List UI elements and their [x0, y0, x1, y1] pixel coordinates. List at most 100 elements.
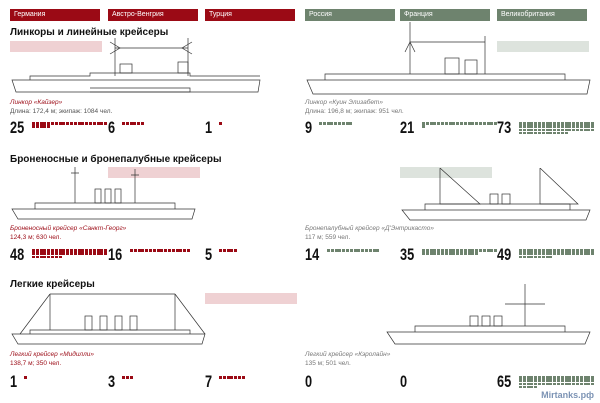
- ship-unit-mark: [530, 125, 534, 128]
- ship-unit-mark: [456, 252, 460, 255]
- ship-unit-mark: [541, 131, 545, 135]
- ship-unit-mark: [133, 249, 137, 252]
- ship-unit-mark: [425, 252, 429, 255]
- ship-unit-mark: [519, 379, 522, 382]
- ship-unit-mark: [425, 249, 429, 252]
- ship-unit-mark: [576, 382, 579, 386]
- ship-unit-mark: [100, 249, 104, 252]
- ship-unit-mark: [482, 249, 486, 252]
- ship-unit-mark: [557, 252, 560, 255]
- ship-unit-mark: [92, 249, 96, 252]
- ship-unit-mark: [437, 122, 441, 125]
- ship-unit-mark: [553, 382, 557, 386]
- ship-unit-mark: [530, 131, 534, 135]
- ship-unit-mark: [522, 252, 526, 255]
- header-russia: Россия: [305, 9, 395, 21]
- ship-unit-mark: [583, 382, 587, 386]
- ship-unit-mark: [538, 131, 541, 135]
- ship-unit-mark: [553, 125, 557, 128]
- ship-unit-mark: [486, 249, 490, 252]
- ship-unit-mark: [141, 249, 145, 252]
- ship-unit-mark: [522, 255, 526, 259]
- ship-unit-mark: [463, 252, 467, 255]
- ship-unit-mark: [534, 122, 538, 125]
- ship-unit-mark: [519, 382, 522, 386]
- ship-unit-mark: [152, 249, 156, 252]
- ship-unit-mark: [54, 249, 58, 252]
- ship-name: Броненосный крейсер «Санкт-Георг»: [10, 225, 127, 232]
- ship-unit-mark: [422, 125, 425, 128]
- ship-unit-mark: [51, 255, 54, 259]
- ship-unit-mark: [526, 255, 530, 259]
- ship-unit-mark: [444, 249, 448, 252]
- ship-unit-mark: [530, 249, 534, 252]
- ship-unit-mark: [519, 385, 522, 389]
- ship-unit-mark: [576, 128, 579, 132]
- ship-unit-mark: [568, 125, 572, 128]
- ship-unit-mark: [81, 249, 85, 252]
- ship-unit-mark: [141, 122, 144, 125]
- ship-unit-mark: [187, 249, 190, 252]
- ship-unit-mark: [104, 122, 108, 125]
- ship-unit-mark: [549, 128, 553, 132]
- ship-unit-mark: [587, 252, 591, 255]
- ship-unit-mark: [530, 255, 534, 259]
- ship-unit-mark: [564, 252, 568, 255]
- ship-unit-mark: [583, 122, 587, 125]
- ship-unit-mark: [522, 249, 526, 252]
- ship-unit-mark: [576, 252, 579, 255]
- header-germany: Германия: [10, 9, 100, 21]
- ship-unit-mark: [545, 249, 549, 252]
- ship-unit-mark: [564, 131, 568, 135]
- ship-unit-mark: [241, 376, 245, 379]
- ship-unit-mark: [486, 122, 490, 125]
- ship-unit-mark: [475, 122, 479, 125]
- ship-unit-mark: [564, 128, 568, 132]
- ship-unit-mark: [89, 252, 92, 255]
- ship-specs: 138,7 м; 350 чел.: [10, 360, 62, 367]
- ship-specs: 135 м; 501 чел.: [305, 360, 351, 367]
- ship-count: 16: [108, 245, 123, 264]
- ship-unit-mark: [475, 252, 479, 255]
- ship-unit-mark: [564, 382, 568, 386]
- ship-unit-mark: [553, 252, 557, 255]
- ship-unit-mark: [568, 379, 572, 382]
- ship-unit-mark: [179, 249, 183, 252]
- ship-unit-mark: [538, 122, 541, 125]
- ship-unit-mark: [51, 122, 54, 125]
- ship-unit-mark: [541, 379, 545, 382]
- ship-dentrecasteaux-silhouette: [401, 168, 591, 221]
- ship-unit-mark: [441, 252, 444, 255]
- ship-unit-mark: [553, 379, 557, 382]
- ship-unit-mark: [460, 249, 463, 252]
- ship-unit-mark: [448, 252, 452, 255]
- ship-unit-mark: [85, 252, 89, 255]
- header-austria-hungary: Австро-Венгрия: [108, 9, 198, 21]
- ship-unit-mark: [137, 249, 141, 252]
- ship-unit-mark: [452, 122, 456, 125]
- ship-unit-mark: [129, 122, 133, 125]
- ship-name: Легкий крейсер «Кэролайн»: [305, 351, 391, 358]
- ship-caption-left: Броненосный крейсер «Санкт-Георг»124,3 м…: [10, 224, 126, 242]
- ship-unit-mark: [452, 252, 456, 255]
- ship-unit-mark: [538, 376, 541, 379]
- ship-unit-mark: [572, 249, 576, 252]
- ship-kaiser-silhouette: [11, 38, 261, 93]
- ship-unit-mark: [219, 376, 222, 379]
- ship-unit-mark: [560, 252, 564, 255]
- ship-unit-mark: [85, 122, 89, 125]
- ship-unit-mark: [54, 255, 58, 259]
- ship-count: 21: [400, 118, 415, 137]
- ship-unit-mark: [579, 376, 583, 379]
- ship-unit-mark: [579, 252, 583, 255]
- ship-unit-mark: [47, 252, 51, 255]
- ship-unit-mark: [572, 252, 576, 255]
- ship-unit-mark: [62, 122, 66, 125]
- ship-unit-mark: [32, 125, 35, 128]
- ship-unit-mark: [526, 382, 530, 386]
- ship-unit-mark: [530, 382, 534, 386]
- ship-unit-mark: [326, 122, 330, 125]
- ship-unit-mark: [460, 122, 463, 125]
- ship-unit-mark: [422, 122, 425, 125]
- ship-count: 7: [205, 372, 213, 391]
